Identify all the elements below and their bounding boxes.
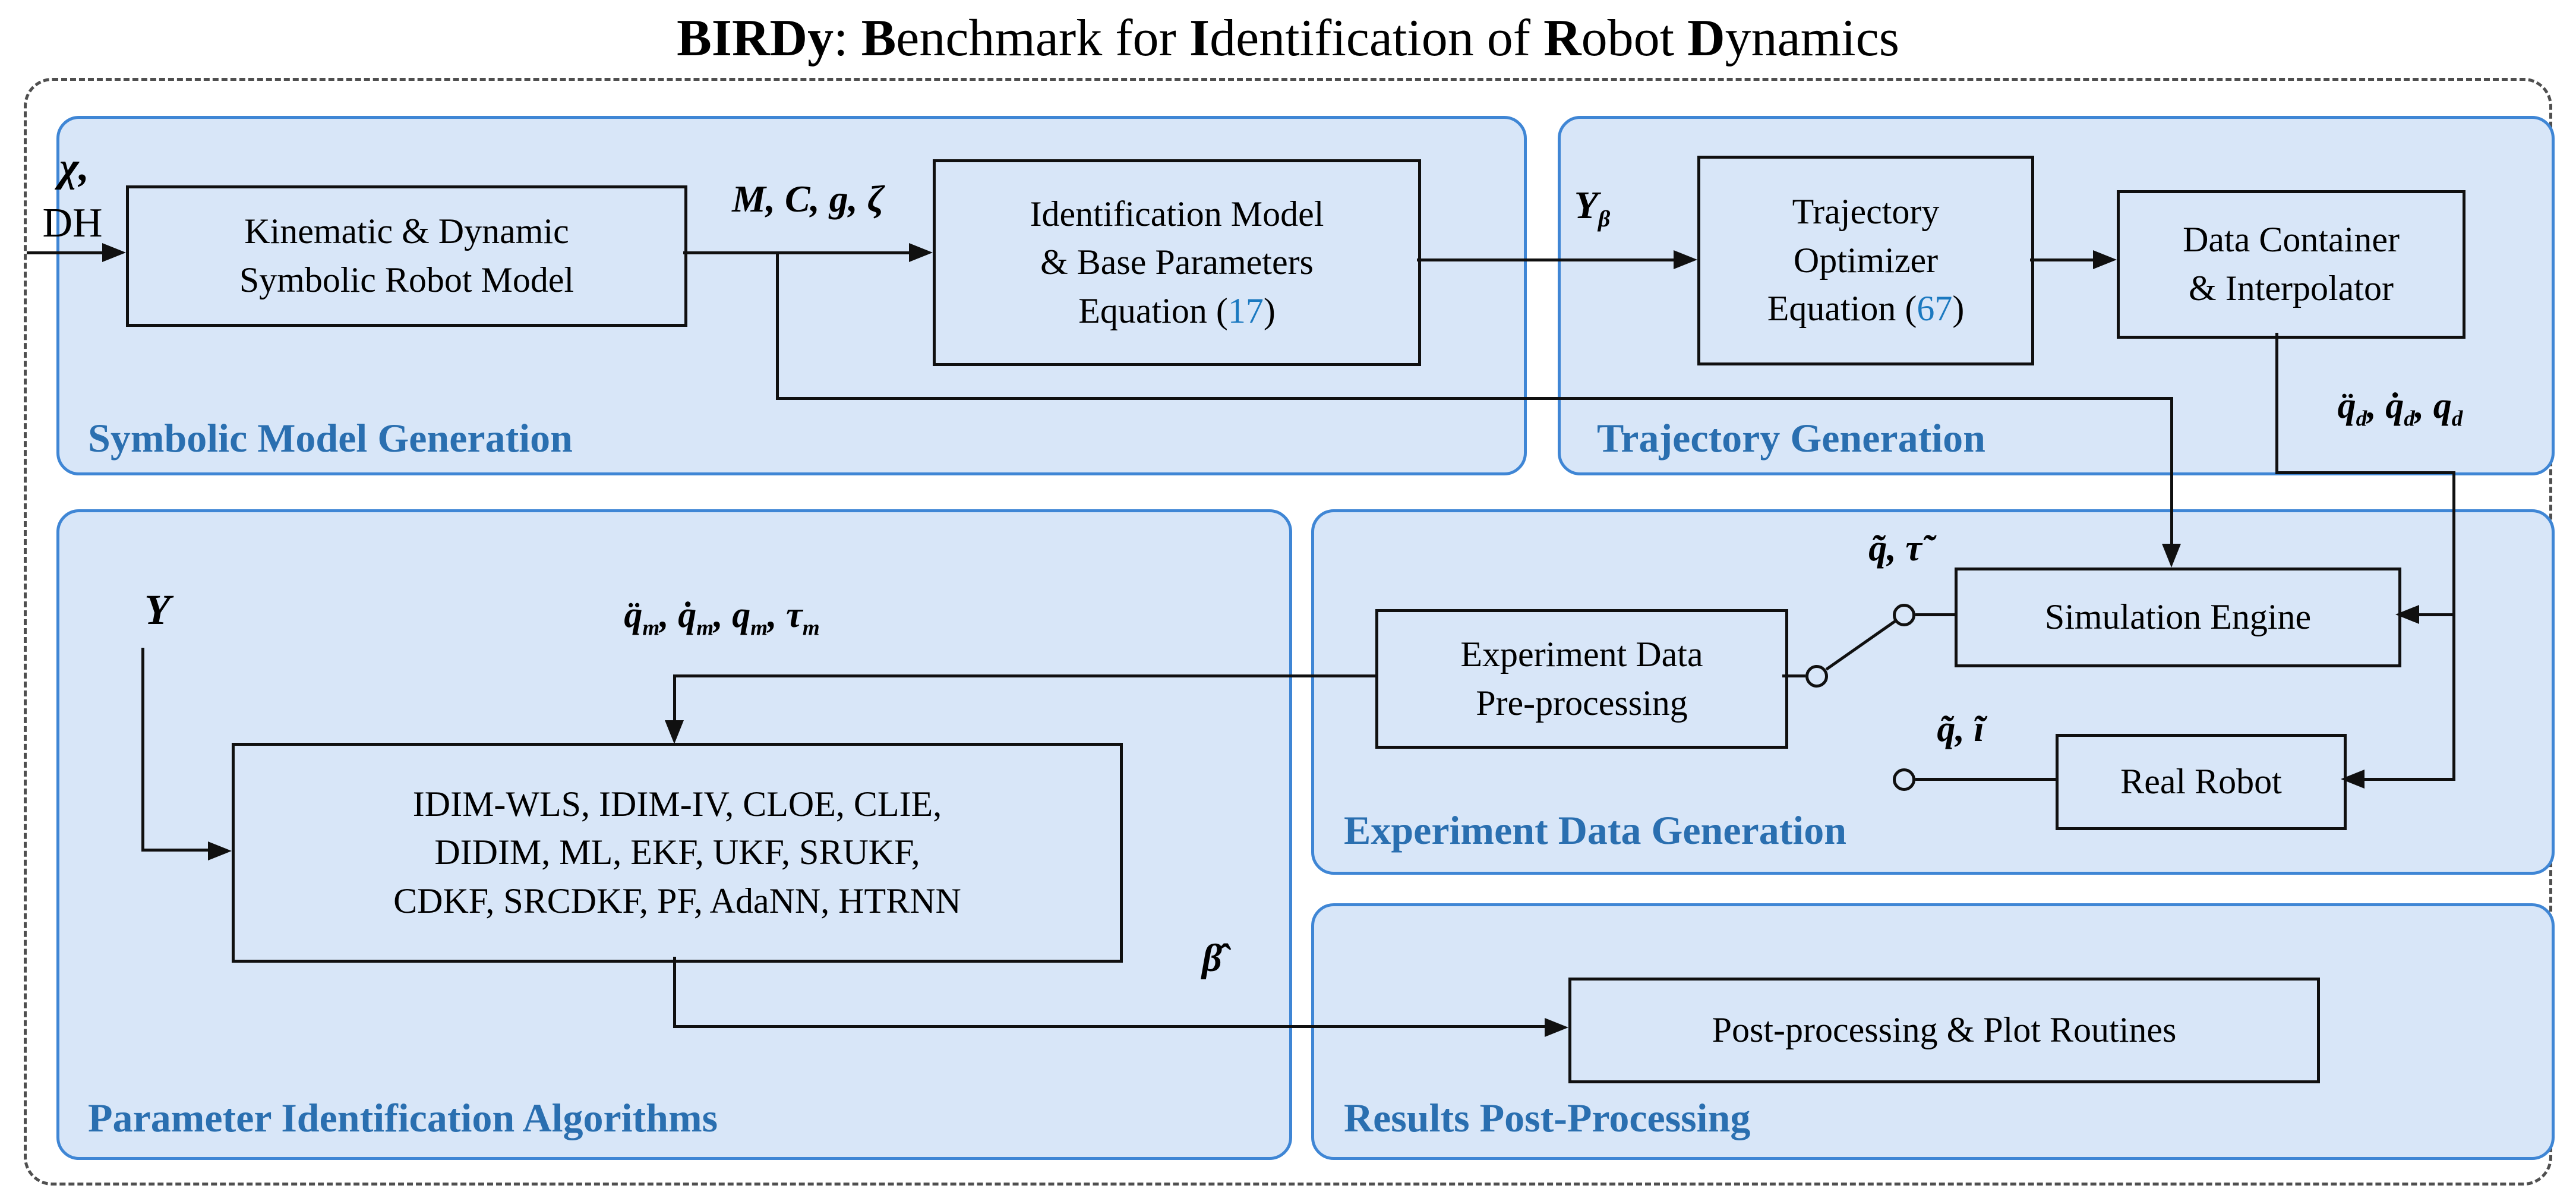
signal-chi: χ, [59, 144, 90, 190]
box-simulation-engine: Simulation Engine [1955, 568, 2401, 667]
signal-m-c-g-zeta: M, C, g, ζ [732, 178, 884, 220]
equation-17-line: Equation (17) [1078, 287, 1276, 336]
arrow-into-simulation-top [2162, 544, 2181, 568]
connector-switch-stub [1782, 674, 1805, 677]
arrow-into-data-container [2093, 250, 2117, 269]
arrow-into-identification-model [909, 243, 933, 262]
box-identification-model: Identification Model& Base Parameters Eq… [933, 159, 1421, 366]
equation-67-suffix: ) [1952, 289, 1965, 329]
connector-qd-drop [2275, 333, 2278, 474]
arrow-into-trajectory-optimizer [1674, 250, 1697, 269]
box-algorithms-text: IDIM-WLS, IDIM-IV, CLOE, CLIE,DIDIM, ML,… [393, 784, 961, 920]
connector-betahat-across [673, 1025, 1546, 1028]
connector-qm-drop [673, 674, 676, 722]
connector-qd-vertical [2452, 471, 2455, 781]
connector-into-realrobot-right [2365, 778, 2455, 781]
connector-upsilon-beta-line [1417, 258, 1674, 261]
connector-branch-to-simulation [2170, 397, 2173, 546]
connector-optimizer-to-container [2030, 258, 2093, 261]
arrow-into-postprocessing [1545, 1018, 1568, 1037]
equation-17-prefix: Equation ( [1078, 291, 1228, 330]
arrow-into-algorithms-left [208, 841, 232, 860]
signal-q-tau-tilde: q̃, τ̃ [1868, 528, 1922, 569]
label-trajectory-generation: Trajectory Generation [1597, 415, 1985, 461]
label-parameter-identification: Parameter Identification Algorithms [88, 1095, 718, 1140]
equation-67-number: 67 [1917, 289, 1953, 329]
box-identification-algorithms: IDIM-WLS, IDIM-IV, CLOE, CLIE,DIDIM, ML,… [232, 743, 1123, 963]
label-results-post-processing: Results Post-Processing [1344, 1095, 1751, 1140]
equation-67-prefix: Equation ( [1767, 289, 1917, 329]
connector-upsilon-drop [141, 648, 144, 852]
equation-17-number: 17 [1227, 291, 1264, 330]
switch-pivot-circle [1805, 665, 1828, 688]
connector-branch-drop [776, 253, 779, 399]
connector-branch-across [776, 397, 2173, 400]
panel-trajectory-generation [1558, 116, 2555, 475]
connector-into-simulation-right [2419, 613, 2455, 616]
panel-parameter-identification [56, 509, 1292, 1160]
connector-mcgz-line [683, 251, 915, 254]
connector-input-line [27, 251, 110, 254]
connector-upsilon-across [141, 849, 210, 852]
signal-upsilon-beta: Υβ [1574, 184, 1611, 232]
box-data-container-text: Data Container& Interpolator [2183, 220, 2400, 308]
equation-67-line: Equation (67) [1767, 285, 1965, 333]
panel-results-post-processing [1311, 903, 2555, 1160]
signal-beta-hat: β̂ [1202, 937, 1222, 980]
switch-robot-circle [1893, 768, 1915, 791]
label-experiment-data-generation: Experiment Data Generation [1344, 808, 1847, 853]
figure-title: BIRDy: Benchmark for Identification of R… [677, 10, 1899, 67]
box-real-robot-text: Real Robot [2120, 762, 2282, 802]
signal-qd-desired: q̈d, q̇d, qd [2337, 386, 2463, 431]
label-symbolic-model-generation: Symbolic Model Generation [88, 415, 573, 461]
box-simulation-engine-text: Simulation Engine [2044, 597, 2312, 637]
box-postprocessing-text: Post-processing & Plot Routines [1712, 1010, 2177, 1050]
panel-symbolic-model-generation [56, 116, 1527, 475]
connector-qd-across [2275, 471, 2455, 474]
connector-betahat-drop [673, 957, 676, 1028]
box-postprocessing-plot: Post-processing & Plot Routines [1568, 978, 2320, 1083]
connector-switch-to-realrobot [1915, 778, 2056, 781]
signal-qm-measured: q̈m, q̇m, qm, τm [624, 595, 820, 641]
signal-dh: DH [42, 200, 103, 246]
connector-qm-across [673, 674, 1375, 677]
box-real-robot: Real Robot [2056, 734, 2347, 830]
arrow-into-algorithms-top [665, 720, 684, 744]
equation-17-suffix: ) [1263, 291, 1276, 330]
signal-q-i-tilde: q̃, ĩ [1937, 709, 1984, 749]
box-data-container: Data Container& Interpolator [2117, 190, 2465, 339]
box-identification-text: Identification Model& Base Parameters [1030, 194, 1324, 282]
arrow-into-kinematic [102, 243, 126, 262]
signal-upsilon: Υ [144, 586, 171, 633]
switch-sim-circle [1893, 604, 1915, 626]
connector-switch-to-simulation [1915, 613, 1955, 616]
